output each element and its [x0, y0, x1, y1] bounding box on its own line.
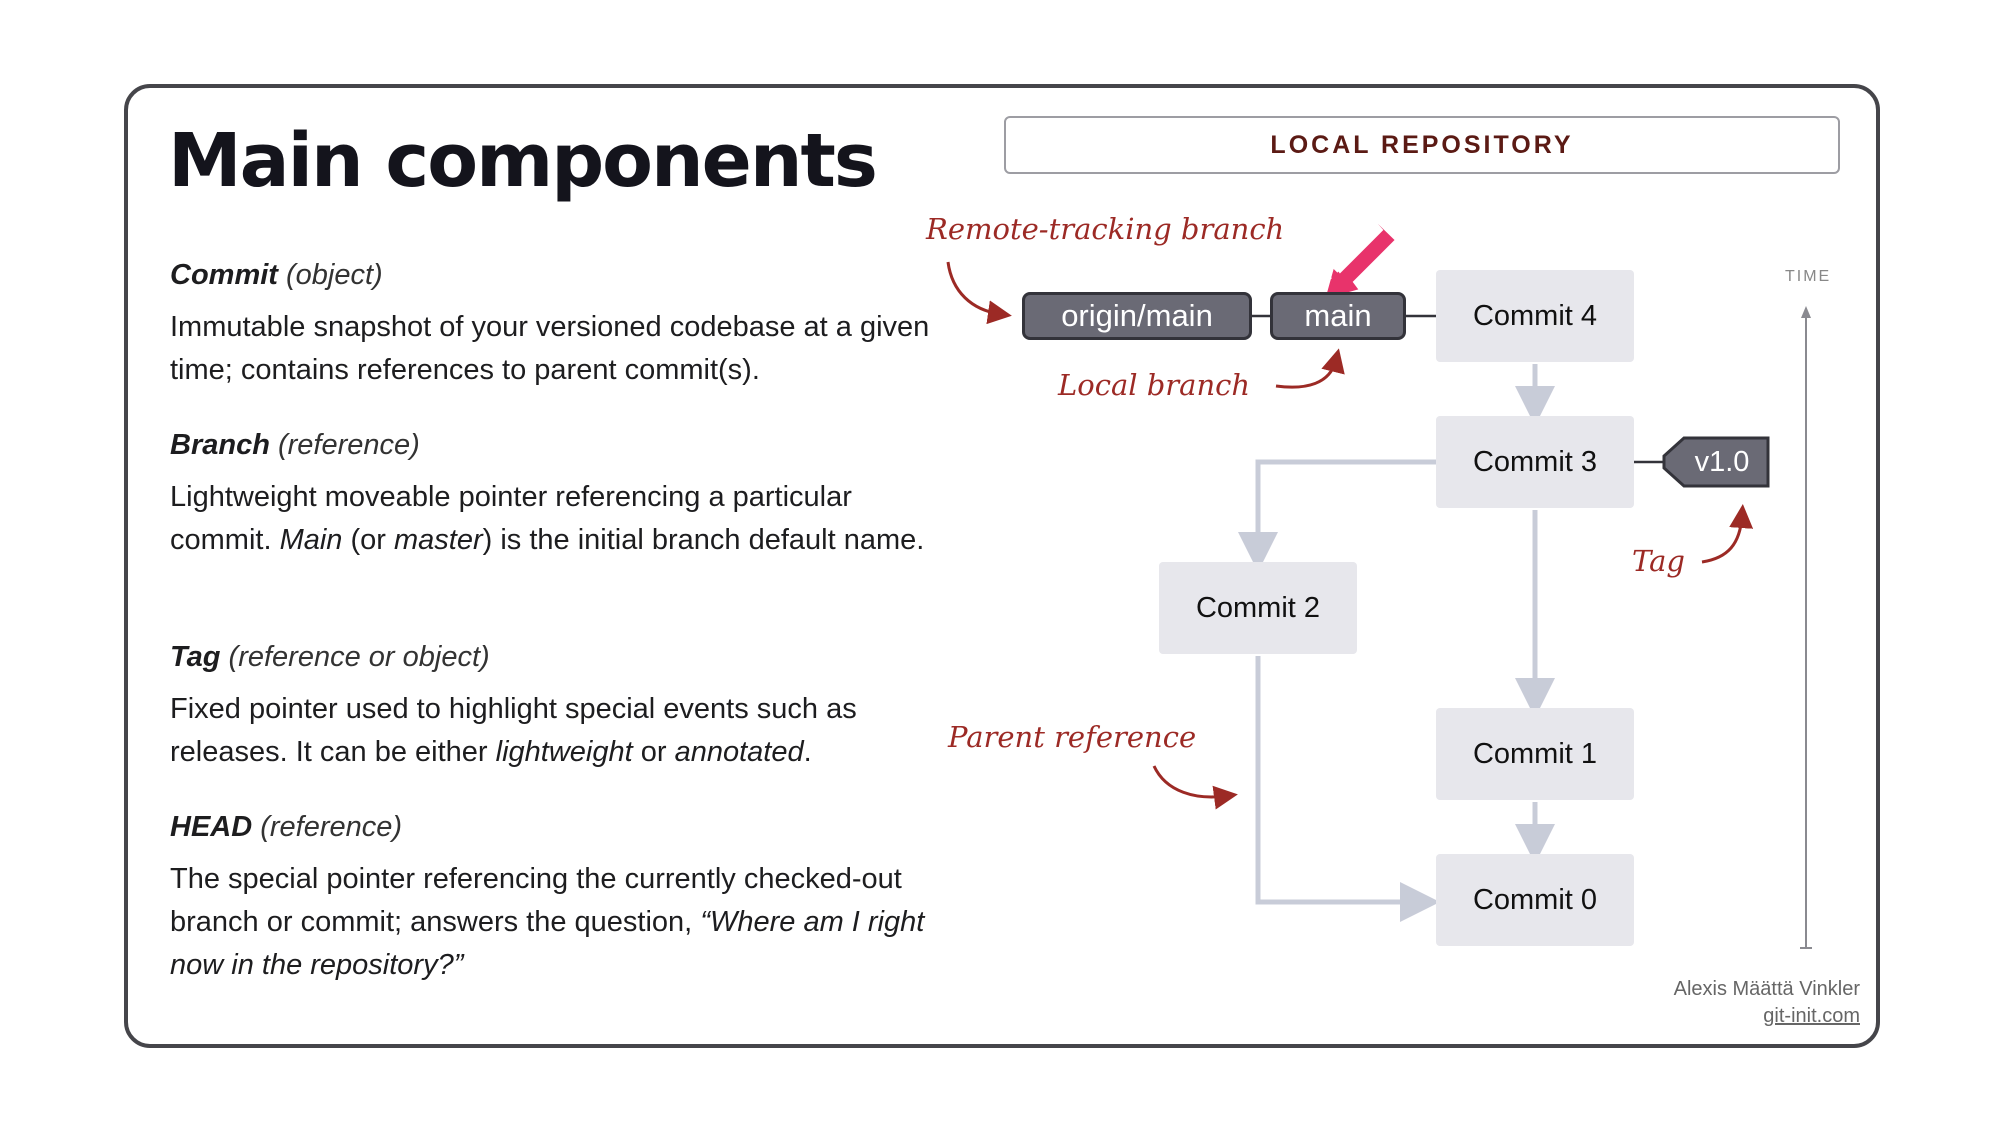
section-tag: Tag (reference or object) Fixed pointer …: [170, 638, 950, 774]
section-branch: Branch (reference) Lightweight moveable …: [170, 426, 950, 562]
tag-arrow: [1701, 504, 1754, 564]
section-heading: Branch (reference): [170, 426, 950, 464]
term-name: HEAD: [170, 811, 253, 843]
credit: Alexis Määttä Vinkler git-init.com: [1674, 976, 1860, 1030]
tag-shape: [1662, 436, 1770, 488]
term-name: Branch: [170, 429, 270, 461]
local-arrow: [1275, 348, 1345, 389]
term-kind: (reference or object): [228, 641, 490, 673]
time-label: TIME: [1785, 268, 1832, 285]
head-pointer: HEAD: [1311, 203, 1398, 302]
section-description: Immutable snapshot of your versioned cod…: [170, 311, 930, 386]
commit-1: Commit 1: [1436, 708, 1634, 800]
pointer-connectors: [1252, 314, 1664, 464]
remote-arrow: [946, 261, 1012, 325]
annotation-parent-reference: Parent reference: [948, 720, 1197, 754]
annotation-arrows: [946, 261, 1754, 810]
term-kind: (reference): [277, 429, 420, 461]
section-description: The special pointer referencing the curr…: [170, 863, 925, 981]
link-commit3-commit2: [1238, 459, 1436, 572]
term-name: Commit: [170, 259, 278, 291]
link-commit2-commit0: [1255, 656, 1440, 922]
local-branch-pointer: main: [1270, 292, 1406, 340]
remote-branch-pointer: origin/main: [1022, 292, 1252, 340]
annotation-remote-tracking: Remote-tracking branch: [926, 212, 1285, 246]
commit-4: Commit 4: [1436, 270, 1634, 362]
tag-label: v1.0: [1694, 445, 1750, 478]
parent-arrow: [1152, 765, 1238, 810]
annotation-local-branch: Local branch: [1058, 368, 1251, 402]
term-kind: (object): [286, 259, 383, 291]
term-kind: (reference): [260, 811, 403, 843]
time-axis: [1800, 306, 1812, 949]
page-title: Main components: [168, 118, 878, 204]
section-heading: HEAD (reference): [170, 808, 950, 846]
commit-0: Commit 0: [1436, 854, 1634, 946]
section-description: Fixed pointer used to highlight special …: [170, 693, 857, 768]
term-name: Tag: [170, 641, 221, 673]
site-link[interactable]: git-init.com: [1763, 1005, 1860, 1027]
commit-3: Commit 3: [1436, 416, 1634, 508]
section-heading: Tag (reference or object): [170, 638, 950, 676]
section-description: Lightweight moveable pointer referencing…: [170, 481, 925, 556]
section-head: HEAD (reference) The special pointer ref…: [170, 808, 950, 987]
parent-links: [1238, 364, 1555, 922]
section-heading: Commit (object): [170, 256, 950, 294]
annotation-tag: Tag: [1632, 544, 1685, 578]
section-commit: Commit (object) Immutable snapshot of yo…: [170, 256, 950, 392]
author-name: Alexis Määttä Vinkler: [1673, 978, 1860, 1000]
local-repository-label: LOCAL REPOSITORY: [1004, 116, 1840, 174]
commit-2: Commit 2: [1159, 562, 1357, 654]
